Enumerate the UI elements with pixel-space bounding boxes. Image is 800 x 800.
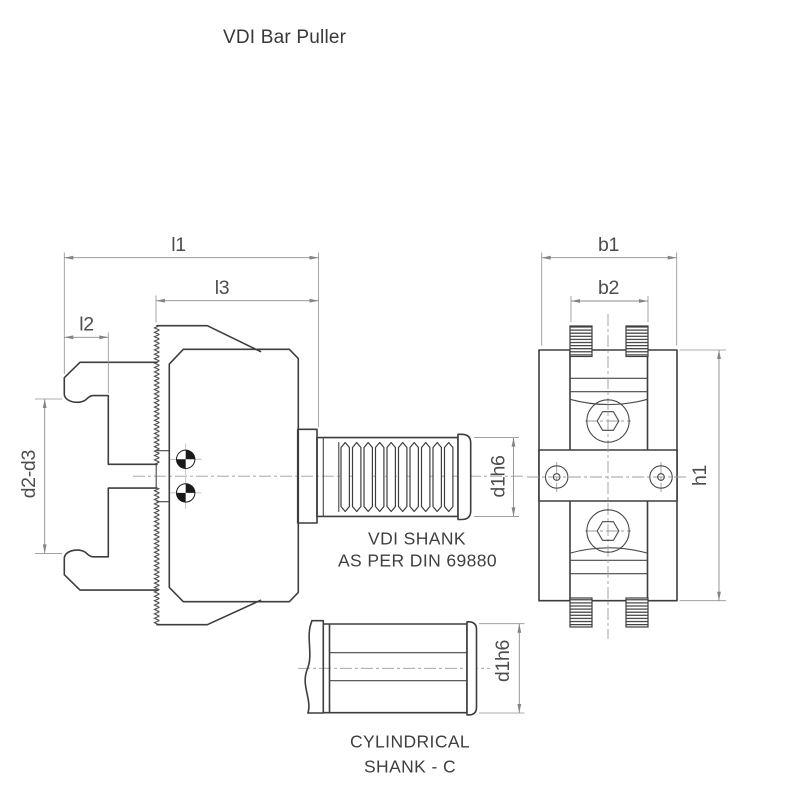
page-title: VDI Bar Puller [223, 27, 347, 48]
dim-label-d2-d3: d2-d3 [18, 450, 40, 498]
main-side-view: l1 l3 l2 d2-d3 d1h6 VDI SHANK AS PER DIN… [18, 234, 523, 626]
dim-label-b2: b2 [598, 277, 619, 299]
serrated-face-upper [151, 325, 161, 465]
vdi-shank-annotation-line2: AS PER DIN 69880 [338, 551, 497, 571]
dim-label-l2: l2 [79, 314, 94, 336]
cyl-view-dimensions: d1h6 [479, 623, 525, 714]
screw-centerlines [585, 420, 631, 532]
center-target-icon [170, 477, 202, 509]
pin-centerlines [556, 462, 662, 492]
break-line [304, 619, 313, 714]
serrated-face-lower [151, 488, 161, 625]
dim-label-l3: l3 [215, 277, 230, 299]
cyl-shank-outline [322, 623, 468, 714]
cyl-shank-surface-lines [328, 652, 468, 682]
tool-body-block [168, 348, 300, 603]
cyl-caption-line2: SHANK - C [364, 757, 456, 777]
end-view-dimensions: b1 b2 h1 [541, 234, 726, 602]
flange-top-edge [156, 324, 262, 353]
dim-label-b1: b1 [598, 234, 619, 256]
dim-label-h1: h1 [689, 465, 711, 486]
vdi-shank-thread [340, 441, 454, 513]
cylindrical-shank-view: d1h6 CYLINDRICAL SHANK - C [298, 619, 525, 777]
center-target-icon [170, 443, 202, 475]
dim-label-d1h6-cyl: d1h6 [492, 640, 514, 682]
socket-head-screw-icon [586, 399, 630, 443]
socket-head-screw-icon [586, 509, 630, 553]
vdi-shank-annotation-line1: VDI SHANK [368, 529, 466, 549]
knurled-boss [569, 325, 649, 628]
inner-column-edges [569, 349, 649, 602]
lower-jaw-finger [63, 487, 158, 591]
shank-end-cap [457, 433, 472, 521]
dim-label-d1h6-main: d1h6 [488, 455, 510, 497]
cyl-caption-line1: CYLINDRICAL [350, 732, 470, 752]
screw-recess-arcs [569, 398, 649, 554]
flange-bottom-edge [156, 599, 262, 626]
break-fragment-edges [307, 619, 325, 714]
cyl-shank-end-cap [466, 621, 478, 716]
plate-slot-lines [156, 450, 170, 503]
main-view-dimensions: l1 l3 l2 d2-d3 d1h6 [18, 234, 519, 554]
upper-jaw-finger [63, 361, 158, 466]
end-view: b1 b2 h1 [527, 234, 726, 639]
dim-label-l1: l1 [171, 234, 186, 256]
column-detail-lines [569, 377, 649, 575]
pin-hole-icon [544, 465, 673, 489]
